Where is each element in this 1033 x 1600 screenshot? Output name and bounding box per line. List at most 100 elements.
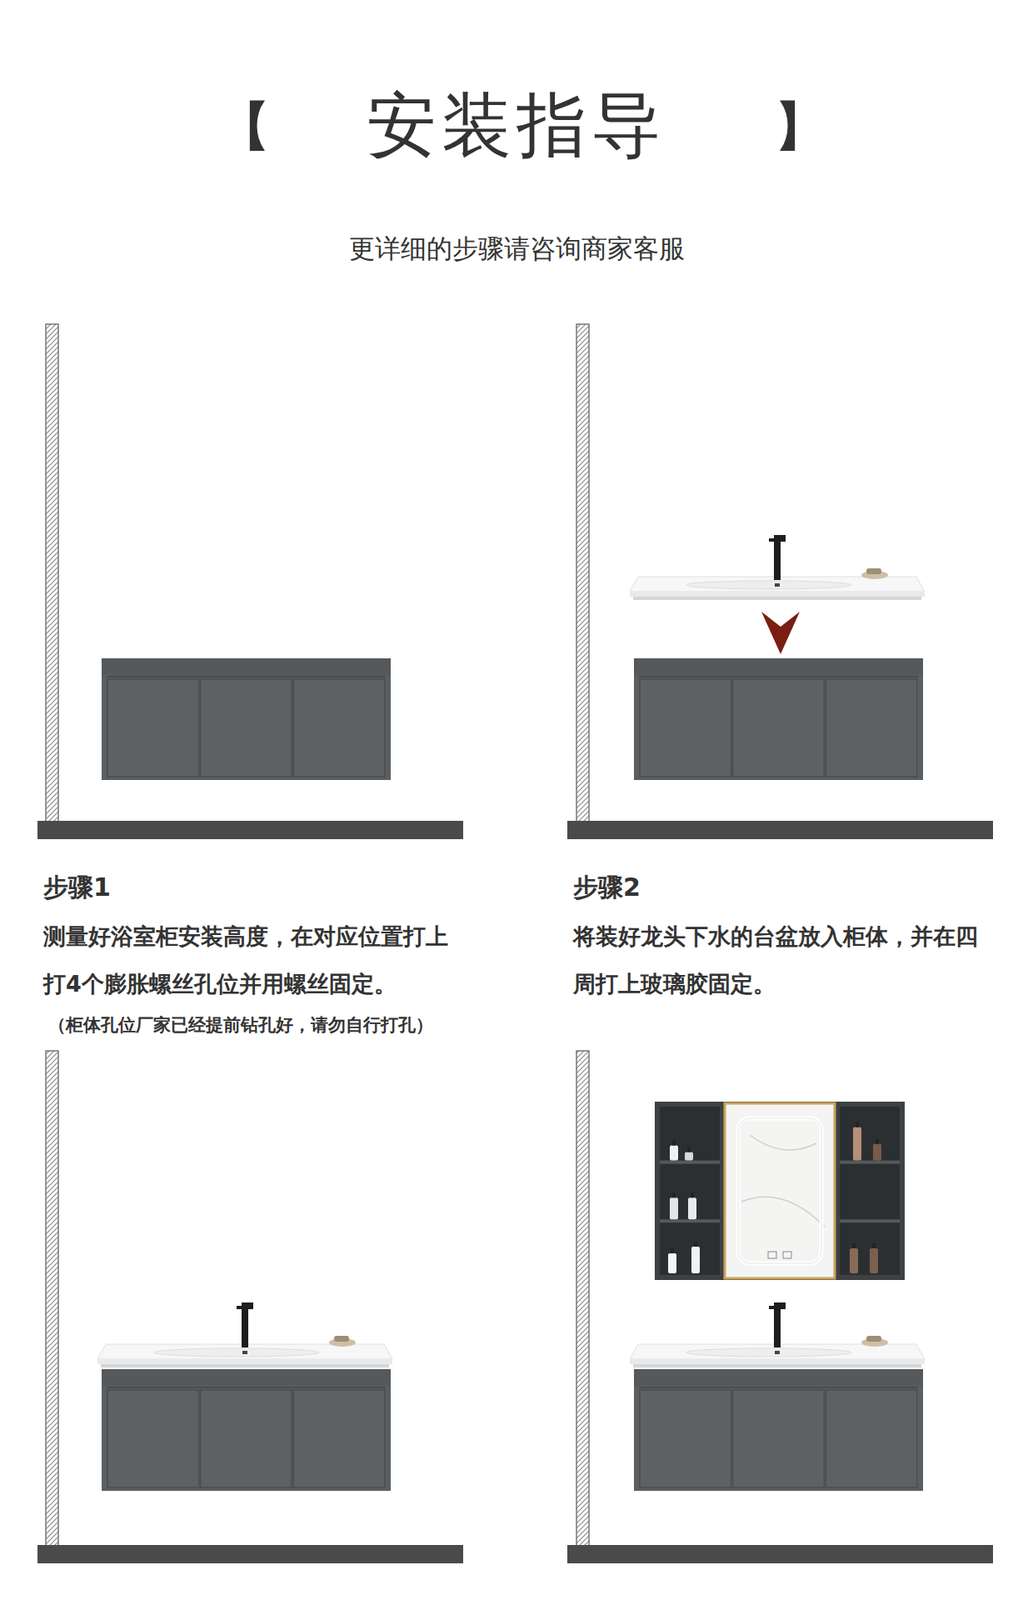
bottle-cap bbox=[852, 1242, 856, 1248]
bottle-cap bbox=[670, 1247, 674, 1253]
mirror-cabinet-body bbox=[654, 1101, 905, 1280]
step-note: （柜体孔位厂家已经提前钻孔好，请勿自行打孔） bbox=[48, 1012, 515, 1038]
soap bbox=[334, 1335, 350, 1342]
faucet bbox=[773, 1302, 786, 1348]
cabinet-body bbox=[633, 658, 924, 780]
basin-top bbox=[629, 1302, 925, 1368]
bottle-cap bbox=[672, 1192, 676, 1198]
floor-bar bbox=[37, 820, 464, 839]
wall-hatch bbox=[576, 324, 589, 823]
drain bbox=[774, 583, 780, 587]
faucet-lever bbox=[236, 1305, 242, 1309]
floor-bar bbox=[567, 1544, 994, 1563]
cabinet-top-band bbox=[633, 658, 924, 675]
basin-top bbox=[97, 1302, 393, 1368]
bottle bbox=[869, 1247, 879, 1273]
bottle bbox=[669, 1197, 679, 1219]
bottle bbox=[853, 1127, 862, 1161]
bottle-cap bbox=[690, 1192, 694, 1198]
marble-vein bbox=[741, 1134, 825, 1227]
cabinet-door bbox=[107, 678, 200, 777]
floor-bar bbox=[567, 820, 994, 839]
faucet-lever bbox=[768, 1305, 774, 1309]
bottle bbox=[688, 1197, 697, 1219]
wall-hatch bbox=[45, 324, 59, 823]
cabinet-top-line bbox=[106, 675, 386, 678]
vanity-cabinet bbox=[633, 658, 924, 780]
step-heading: 步骤1 bbox=[43, 870, 294, 904]
basin-edge bbox=[97, 1358, 393, 1364]
down-arrow bbox=[761, 611, 800, 654]
cabinet-door bbox=[733, 1389, 825, 1488]
open-shelf-back bbox=[839, 1106, 900, 1275]
bottle-cap bbox=[693, 1241, 698, 1247]
basin-top bbox=[629, 534, 925, 600]
cabinet-door bbox=[200, 678, 293, 777]
bottle bbox=[669, 1145, 679, 1161]
cabinet-top-line bbox=[638, 1386, 919, 1388]
bottle-cap bbox=[687, 1147, 691, 1153]
cabinet-door bbox=[293, 1389, 385, 1488]
bracket: 】 bbox=[774, 93, 842, 160]
faucet bbox=[773, 534, 786, 580]
basin-edge bbox=[629, 591, 925, 597]
open-shelf-back bbox=[659, 1106, 720, 1275]
wall-hatch bbox=[45, 1050, 59, 1547]
cabinet-body bbox=[101, 1368, 391, 1491]
cabinet-top-band bbox=[101, 658, 391, 675]
cabinet-door bbox=[825, 1389, 918, 1488]
floor-bar bbox=[37, 1544, 464, 1563]
step-heading: 步骤2 bbox=[573, 870, 824, 904]
vanity-cabinet bbox=[101, 1368, 391, 1491]
wall-hatch bbox=[576, 1050, 589, 1547]
faucet-lever bbox=[768, 538, 774, 542]
cabinet-body bbox=[101, 658, 391, 780]
cabinet-door bbox=[825, 678, 918, 777]
bottle-cap bbox=[875, 1138, 879, 1144]
step-text: 将装好龙头下水的台盆放入柜体，并在四周打上玻璃胶固定。 bbox=[573, 912, 999, 1008]
page-title: 安装指导 bbox=[0, 83, 1033, 167]
vanity-cabinet bbox=[101, 658, 391, 780]
cabinet-door bbox=[733, 678, 825, 777]
basin-edge bbox=[629, 1358, 925, 1364]
bracket: 【 bbox=[218, 93, 285, 160]
cabinet-top-line bbox=[638, 675, 919, 678]
bottle bbox=[873, 1143, 882, 1161]
touch-button bbox=[783, 1251, 792, 1258]
bottle-cap bbox=[855, 1122, 859, 1128]
cabinet-door bbox=[200, 1389, 293, 1488]
faucet bbox=[241, 1302, 254, 1348]
sink-bowl bbox=[686, 1347, 852, 1357]
shelf-board bbox=[659, 1218, 720, 1223]
cabinet-body bbox=[633, 1368, 924, 1491]
touch-button bbox=[768, 1251, 777, 1258]
cabinet-door bbox=[107, 1389, 200, 1488]
drain bbox=[774, 1350, 780, 1354]
bottle bbox=[668, 1252, 677, 1273]
step-text: 测量好浴室柜安装高度，在对应位置打上打4个膨胀螺丝孔位并用螺丝固定。 bbox=[43, 912, 469, 1008]
bottle-cap bbox=[872, 1242, 876, 1248]
led-frame-glow bbox=[738, 1117, 822, 1263]
cabinet-door bbox=[639, 1389, 732, 1488]
bottle-cap bbox=[672, 1140, 676, 1146]
subtitle: 更详细的步骤请咨询商家客服 bbox=[0, 229, 1033, 269]
cabinet-top-band bbox=[101, 1368, 391, 1386]
shelf-board bbox=[839, 1160, 900, 1164]
bottle bbox=[849, 1247, 859, 1273]
mirror-cabinet bbox=[654, 1101, 905, 1280]
cabinet-top-band bbox=[633, 1368, 924, 1386]
mirror-door bbox=[724, 1102, 835, 1278]
cabinet-door bbox=[293, 678, 385, 777]
drain bbox=[242, 1350, 248, 1354]
vanity-cabinet bbox=[633, 1368, 924, 1491]
cabinet-door bbox=[639, 678, 732, 777]
soap bbox=[866, 568, 882, 574]
sink-bowl bbox=[686, 580, 852, 589]
soap bbox=[866, 1335, 882, 1342]
sink-bowl bbox=[154, 1347, 320, 1357]
led-frame bbox=[738, 1117, 822, 1263]
cabinet-top-line bbox=[106, 1386, 386, 1388]
bottle bbox=[691, 1246, 700, 1273]
shelf-board bbox=[659, 1160, 720, 1164]
shelf-board bbox=[839, 1218, 900, 1223]
